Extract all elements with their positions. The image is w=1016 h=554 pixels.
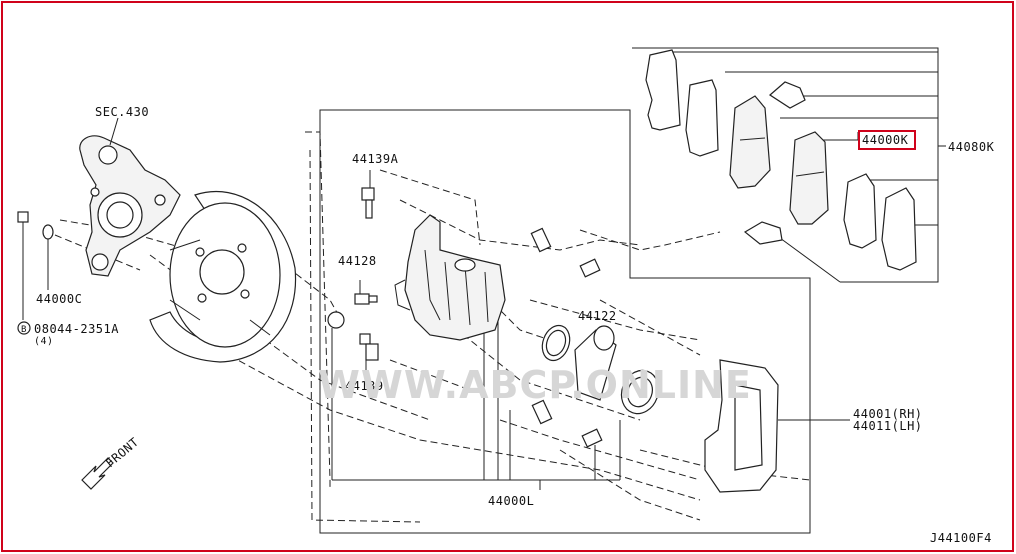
bolt-marker-circle bbox=[17, 321, 31, 335]
steering-knuckle bbox=[79, 117, 181, 277]
label-44122: 44122 bbox=[578, 309, 617, 323]
bolt-left bbox=[17, 211, 54, 320]
pad-kit-leaders bbox=[672, 51, 946, 283]
highlight-box bbox=[858, 130, 916, 150]
label-sec430: SEC.430 bbox=[95, 105, 149, 119]
label-44080k: 44080K bbox=[948, 140, 995, 154]
label-front: FRONT bbox=[103, 435, 142, 471]
bolt-marker-letter: B bbox=[21, 325, 27, 335]
label-44139a: 44139A bbox=[352, 152, 399, 166]
pad-kit-bracket bbox=[632, 47, 939, 283]
label-44128: 44128 bbox=[338, 254, 377, 268]
brake-pads bbox=[645, 49, 917, 271]
watermark: WWW.ABCP.ONLINE bbox=[318, 363, 752, 407]
diagram-id: J44100F4 bbox=[930, 531, 992, 545]
label-44139: 44139 bbox=[345, 379, 384, 393]
caliper-small-parts bbox=[327, 170, 621, 490]
label-44011-lh: 44011(LH) bbox=[853, 419, 923, 433]
label-44000c: 44000C bbox=[36, 292, 82, 306]
caliper-bracket bbox=[704, 359, 850, 493]
caliper-body bbox=[394, 214, 506, 341]
label-44000k: 44000K bbox=[862, 133, 909, 147]
label-44001-rh: 44001(RH) bbox=[853, 407, 923, 421]
label-44000l: 44000L bbox=[488, 494, 534, 508]
caliper-group-box bbox=[319, 109, 811, 534]
label-bolt-qty: (4) bbox=[34, 336, 54, 347]
front-arrow-icon bbox=[81, 457, 114, 490]
label-bolt-code: 08044-2351A bbox=[34, 322, 119, 336]
piston-assembly bbox=[541, 324, 660, 415]
dust-shield bbox=[149, 190, 297, 363]
